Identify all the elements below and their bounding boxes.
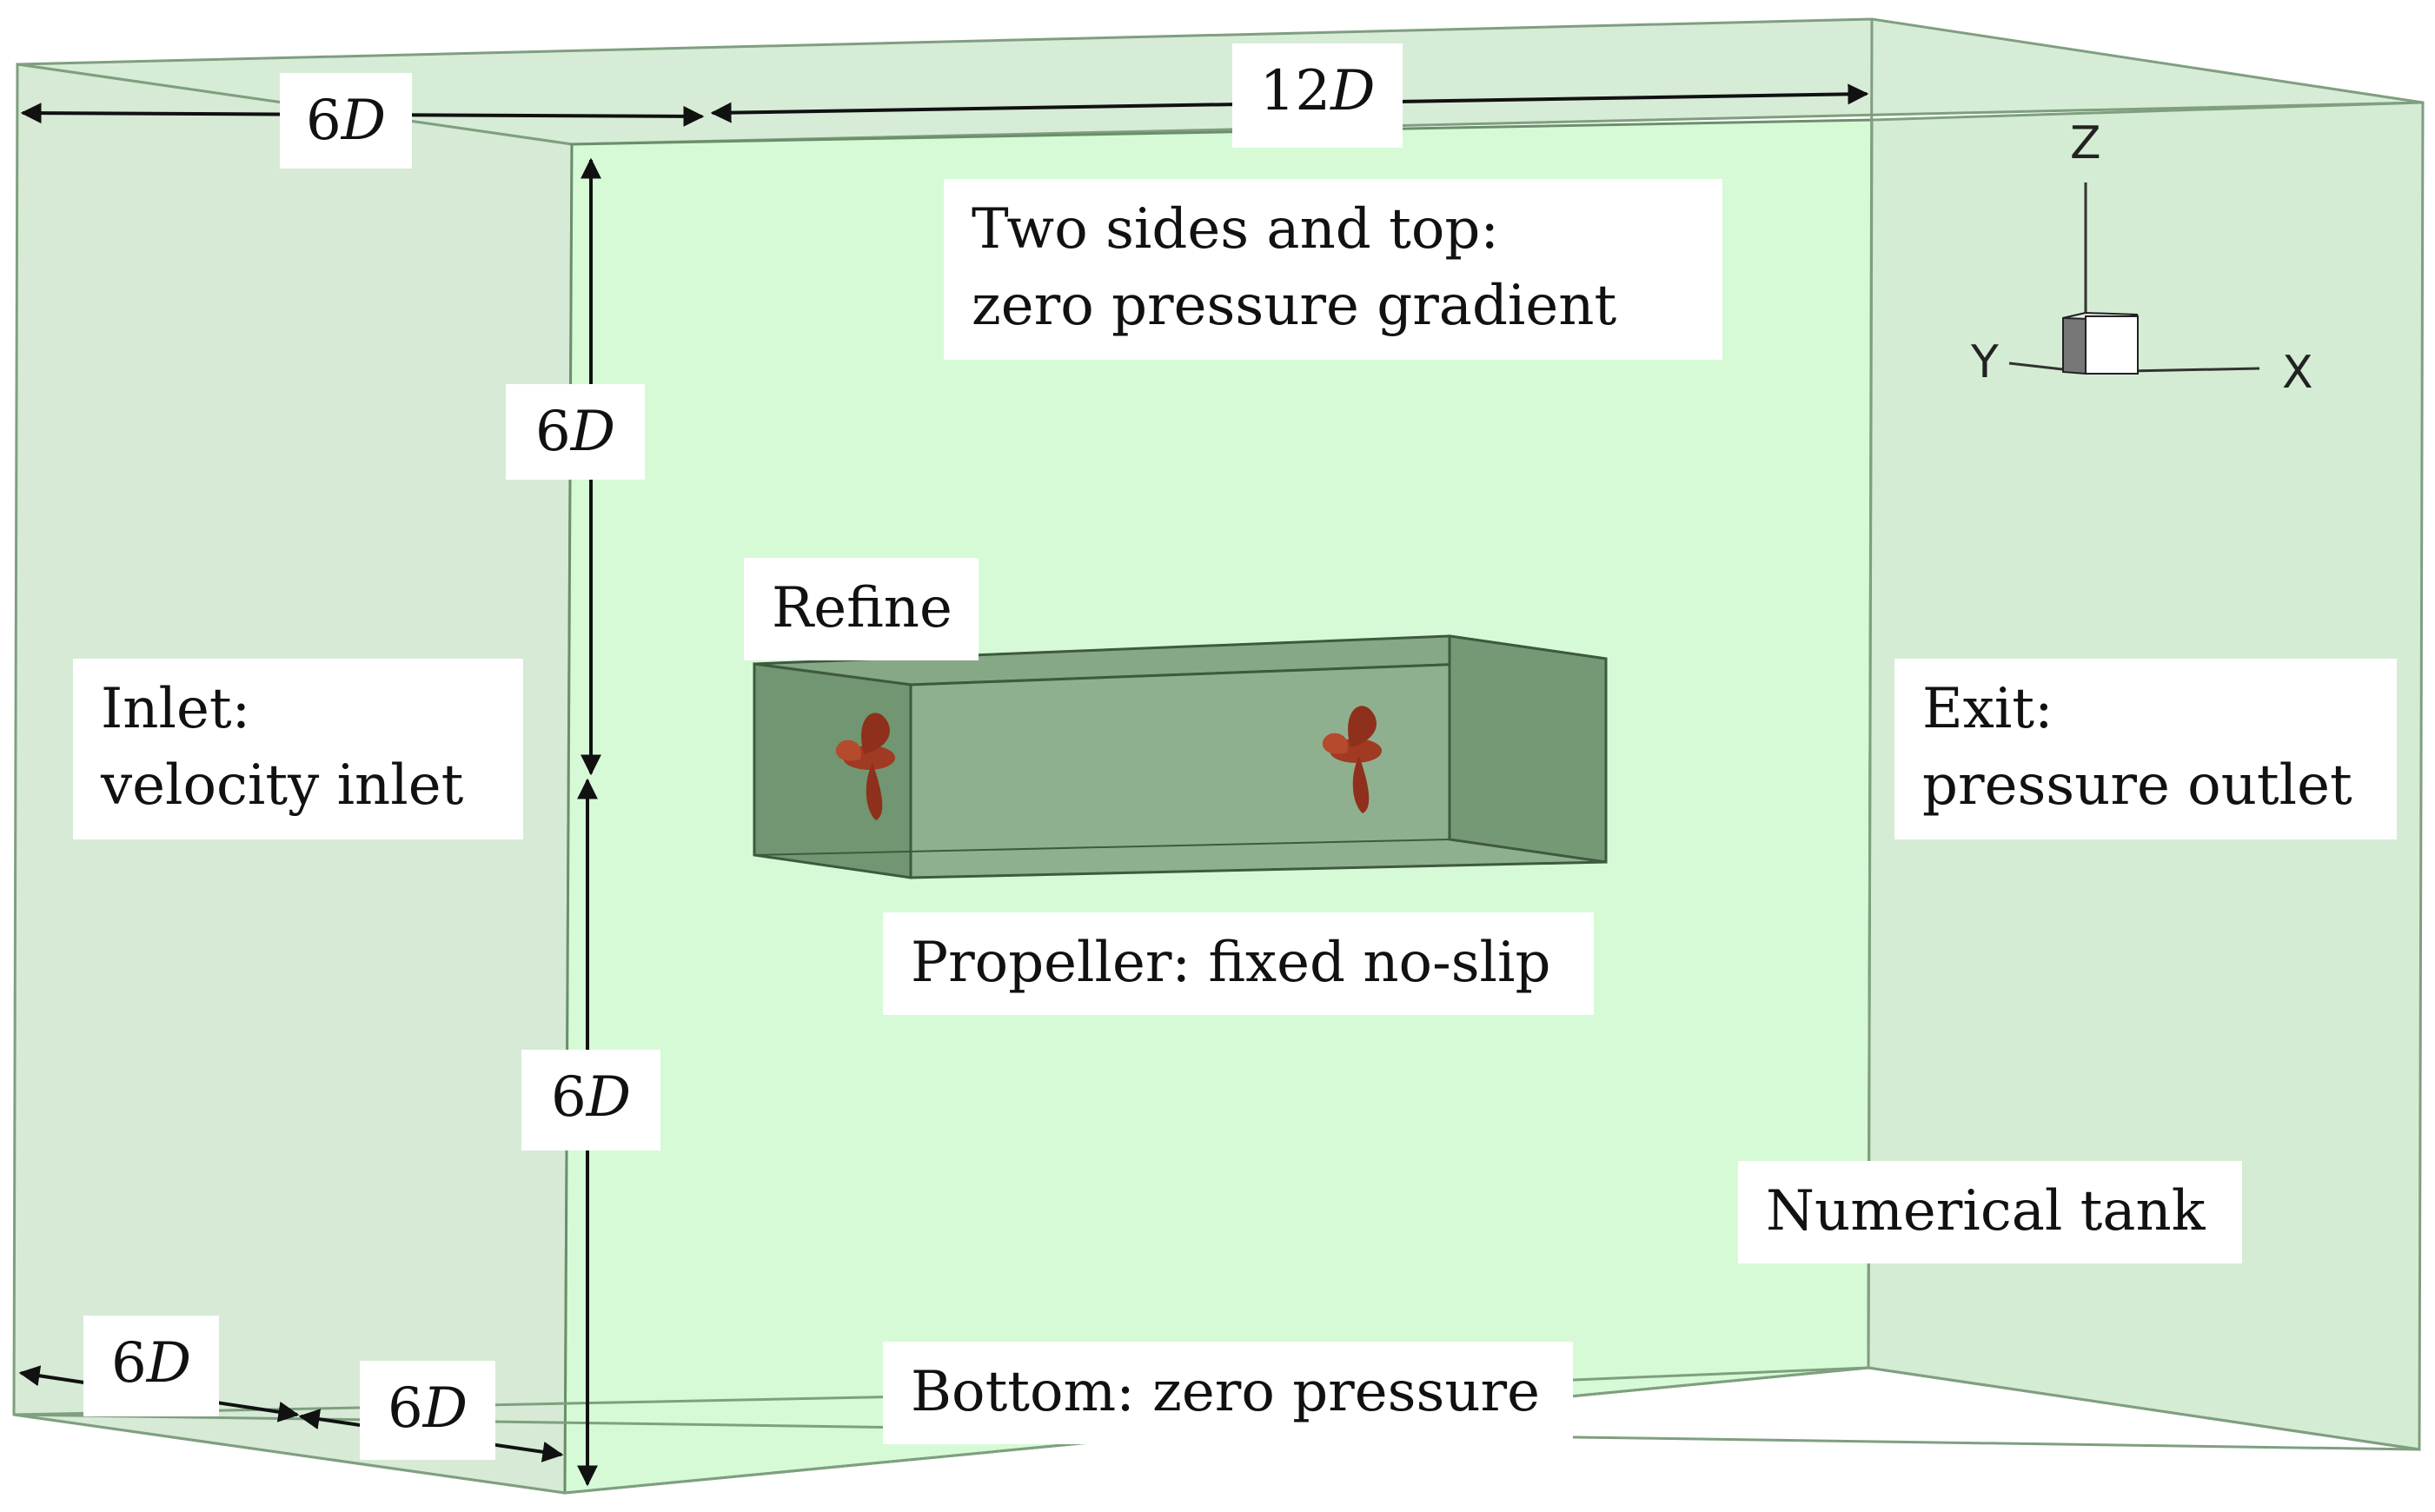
refine-box-right [1448,634,1608,864]
exit-line-1: Exit: [1922,677,2053,741]
dim-num: 6 [110,1331,147,1396]
dim-unit: D [146,1331,192,1396]
axis-label-x: X [2282,347,2313,399]
inlet-label: Inlet: velocity inlet [73,659,523,839]
dim-length-top: 12D [1232,43,1403,148]
dim-num: 12 [1259,59,1331,123]
propeller-text: Propeller: fixed no-slip [911,931,1551,995]
dim-unit: D [570,400,616,464]
dim-num: 6 [305,89,342,153]
refine-box-left [753,662,912,879]
dim-unit: D [341,89,387,153]
propeller-icon [835,713,895,820]
dim-depth-back: 6D [360,1361,495,1460]
axis-label-z: Z [2070,117,2101,169]
dim-unit: D [1330,59,1376,123]
top-boundary-label: Two sides and top: zero pressure gradien… [944,179,1722,360]
top-boundary-line-2: zero pressure gradient [972,274,1617,338]
refine-label: Refine [744,558,979,660]
inlet-line-1: Inlet: [101,677,251,741]
dim-width-left: 6D [280,73,412,169]
tank-label: Numerical tank [1738,1161,2242,1263]
top-boundary-line-1: Two sides and top: [972,197,1499,262]
dim-depth-front: 6D [83,1316,219,1416]
dim-height-lower: 6D [521,1050,660,1151]
propeller-icon [1322,706,1382,813]
dim-num: 6 [550,1065,587,1130]
bottom-text: Bottom: zero pressure [911,1360,1540,1424]
axis-triad: Z Y X [1970,117,2313,399]
dim-num: 6 [534,400,571,464]
cube-icon [2062,311,2087,375]
exit-line-2: pressure outlet [1922,753,2352,818]
inlet-line-2: velocity inlet [101,753,464,818]
refine-text: Refine [772,576,952,640]
bottom-label: Bottom: zero pressure [883,1342,1573,1444]
dim-height-upper: 6D [506,384,645,480]
axis-label-y: Y [1970,336,1999,388]
propeller-label: Propeller: fixed no-slip [883,912,1594,1015]
exit-label: Exit: pressure outlet [1894,659,2397,839]
dim-unit: D [422,1376,468,1441]
dim-unit: D [586,1065,632,1130]
tank-text: Numerical tank [1766,1179,2206,1243]
dim-num: 6 [387,1376,423,1441]
